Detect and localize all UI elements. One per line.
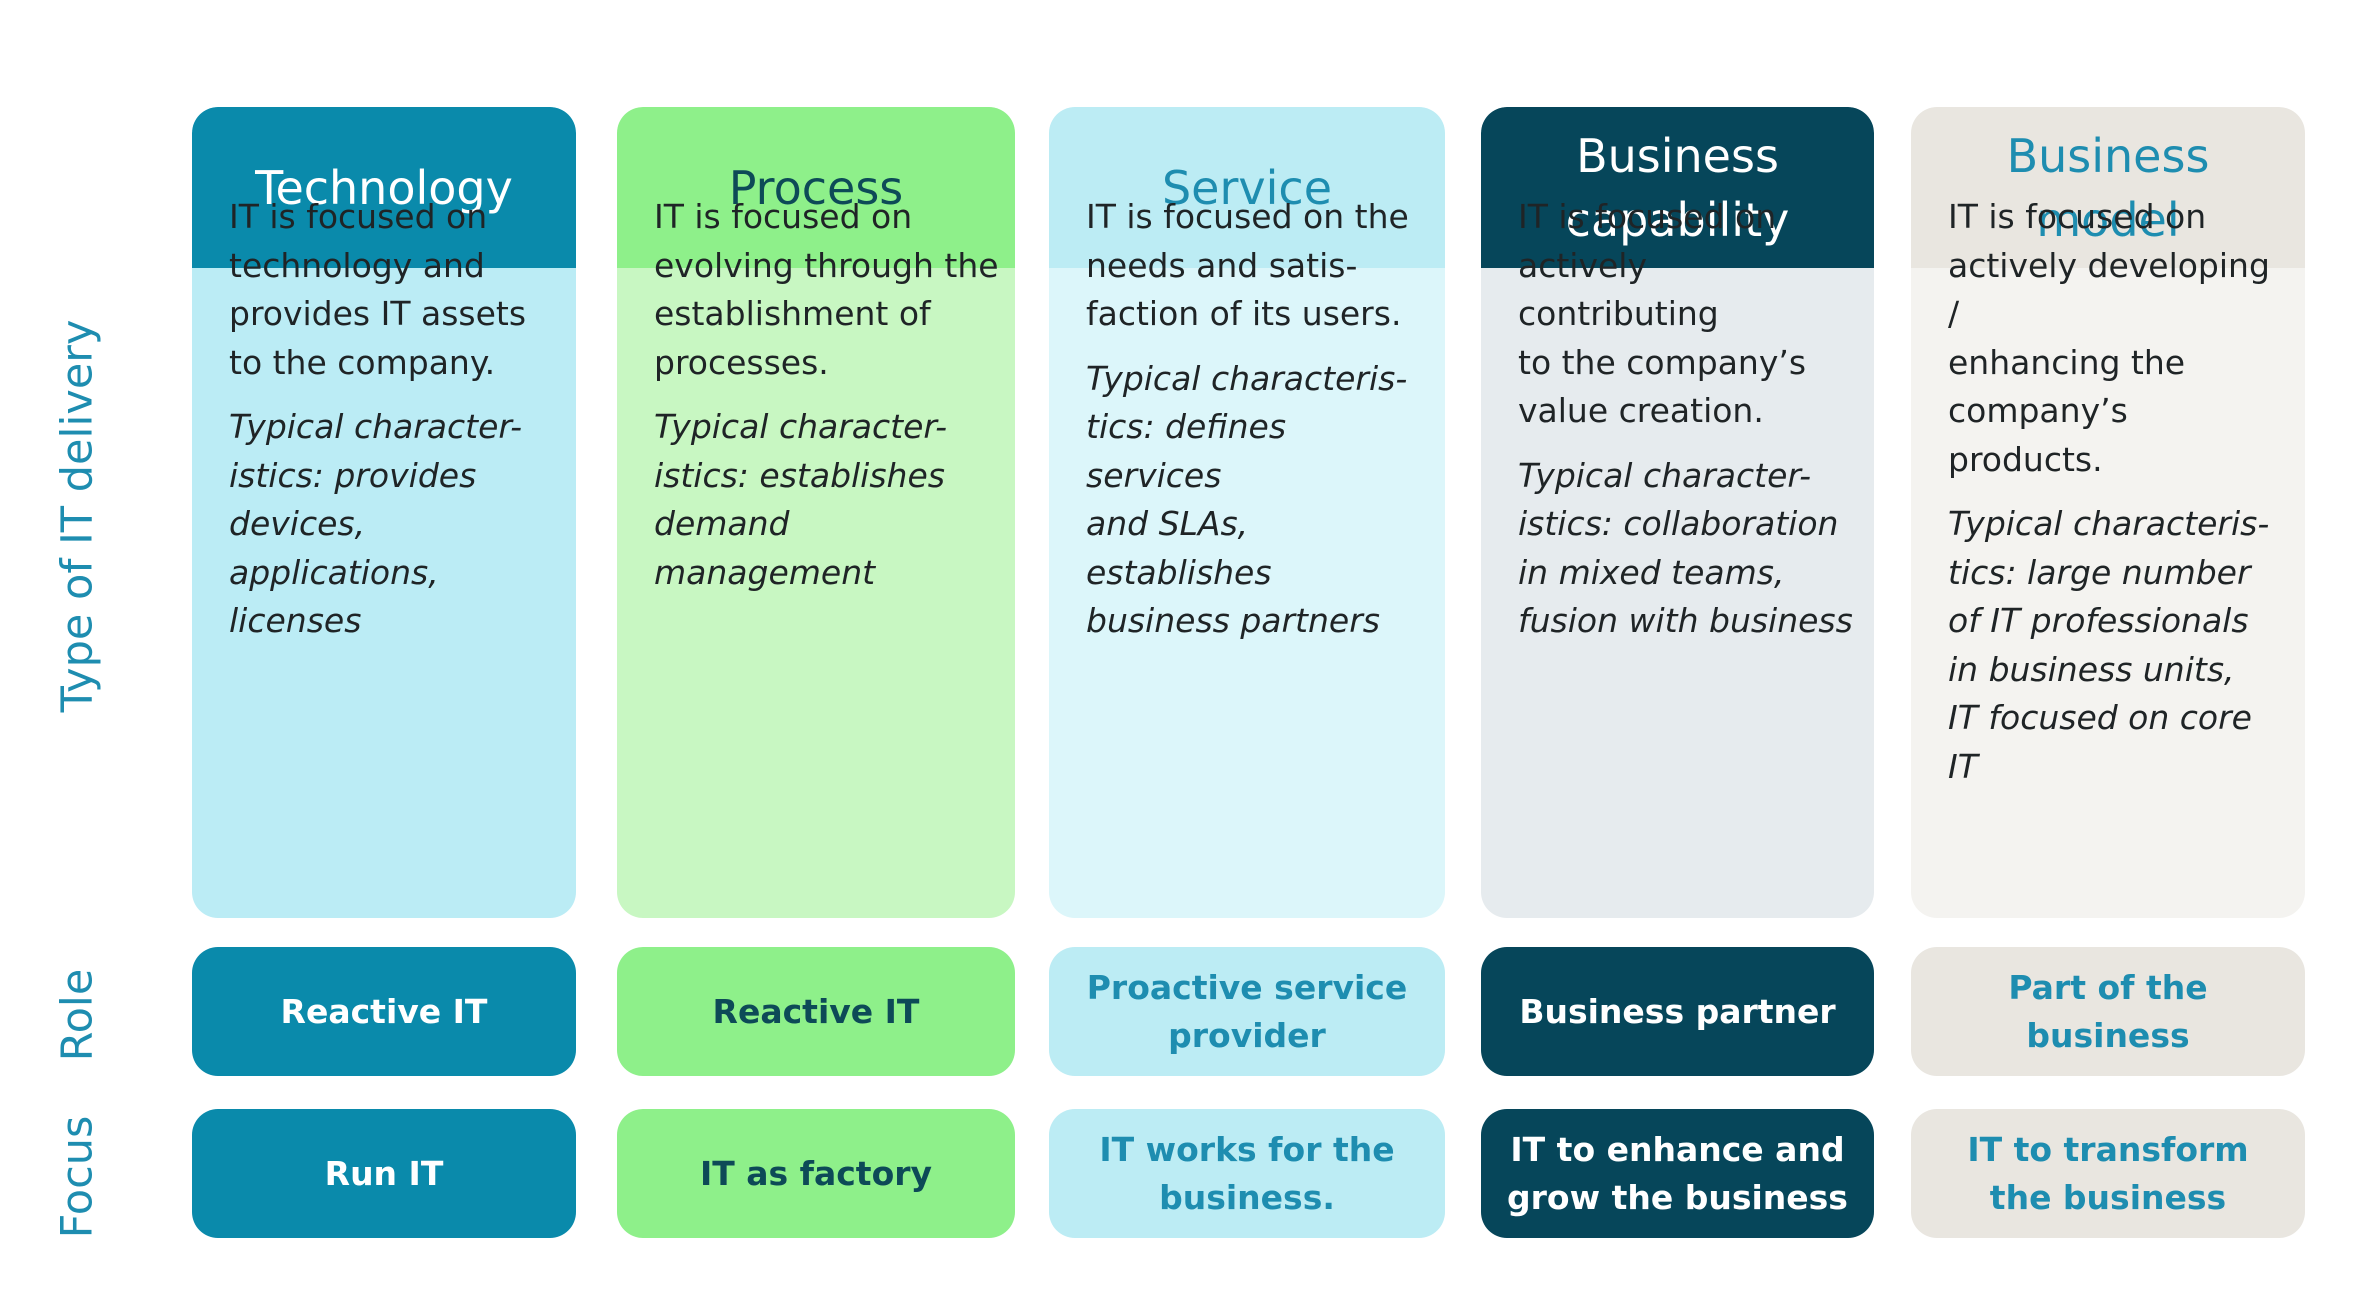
card-title: Technology — [192, 107, 576, 268]
card-typical-characteristics: Typical characteris- tics: defines servi… — [1086, 358, 1408, 641]
card-title: Process — [617, 107, 1015, 268]
card-service: Service — [1049, 107, 1445, 918]
focus-pill: IT to transform the business — [1911, 1109, 2305, 1238]
focus-pill: IT to enhance and grow the business — [1481, 1109, 1874, 1238]
row-label-role: Role — [52, 968, 103, 1062]
card-body: IT is focused on the needs and satis- fa… — [1086, 193, 1429, 646]
card-business-capability: Business capability — [1481, 107, 1874, 918]
card-title: Business model — [1911, 107, 2305, 268]
focus-pill: IT as factory — [617, 1109, 1015, 1238]
column-process: Process IT is focused on evolving throug… — [617, 0, 1015, 1314]
column-business-capability: Business capability IT is focused on act… — [1481, 0, 1874, 1314]
role-pill: Reactive IT — [617, 947, 1015, 1076]
card-description: IT is focused on actively developing / e… — [1948, 197, 2270, 479]
card-title: Business capability — [1481, 107, 1874, 268]
card-body: IT is focused on technology and provides… — [229, 193, 560, 646]
card-description: IT is focused on technology and provides… — [229, 197, 527, 382]
focus-pill: Run IT — [192, 1109, 576, 1238]
card-body: IT is focused on actively developing / e… — [1948, 193, 2289, 791]
card-typical-characteristics: Typical character- istics: provides devi… — [229, 407, 523, 640]
role-pill: Business partner — [1481, 947, 1874, 1076]
card-business-model: Business model — [1911, 107, 2305, 918]
row-label-type-of-it-delivery: Type of IT delivery — [52, 319, 103, 713]
row-label-focus: Focus — [52, 1115, 103, 1239]
column-technology: Technology IT is focused on technology a… — [192, 0, 576, 1314]
role-pill: Part of the business — [1911, 947, 2305, 1076]
card-technology: Technology — [192, 107, 576, 918]
card-title: Service — [1049, 107, 1445, 268]
card-typical-characteristics: Typical character- istics: establishes d… — [654, 407, 948, 592]
card-body: IT is focused on actively contributing t… — [1518, 193, 1858, 646]
card-description: IT is focused on the needs and satis- fa… — [1086, 197, 1409, 333]
column-service: Service IT is focused on the needs and s… — [1049, 0, 1445, 1314]
card-description: IT is focused on actively contributing t… — [1518, 197, 1807, 430]
card-typical-characteristics: Typical character- istics: collaboration… — [1518, 455, 1853, 641]
card-description: IT is focused on evolving through the es… — [654, 197, 999, 382]
column-business-model: Business model IT is focused on actively… — [1911, 0, 2305, 1314]
focus-pill: IT works for the business. — [1049, 1109, 1445, 1238]
role-pill: Proactive service provider — [1049, 947, 1445, 1076]
role-pill: Reactive IT — [192, 947, 576, 1076]
card-process: Process — [617, 107, 1015, 918]
card-typical-characteristics: Typical characteris- tics: large number … — [1948, 504, 2270, 786]
card-body: IT is focused on evolving through the es… — [654, 193, 999, 597]
